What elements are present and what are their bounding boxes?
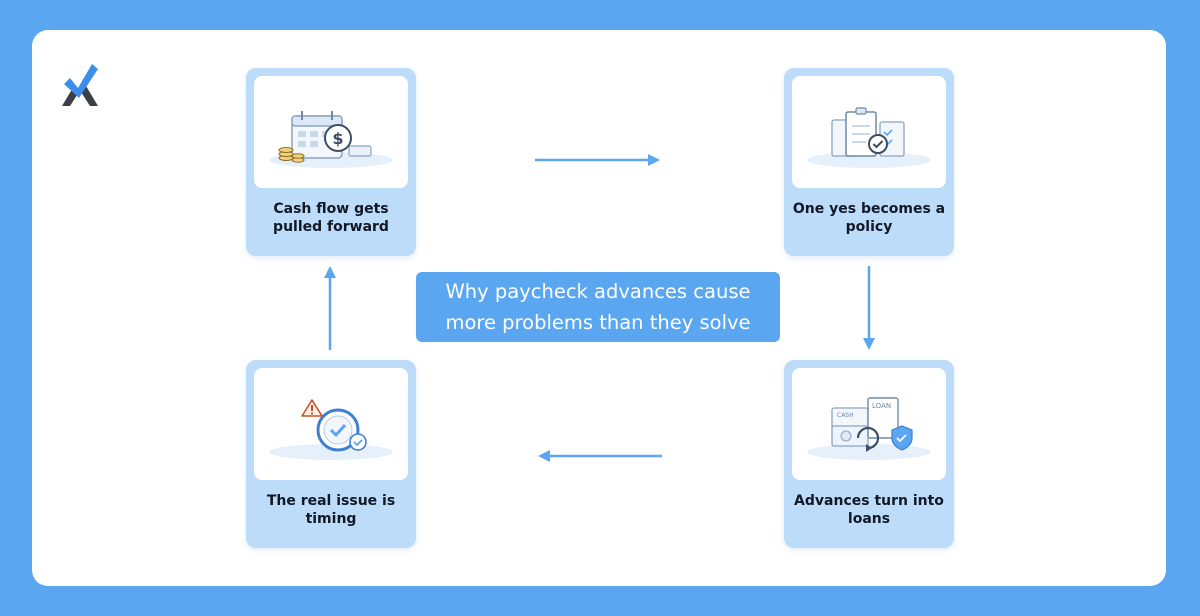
- documents-checkmark-icon: [792, 76, 946, 188]
- svg-text:$: $: [332, 129, 343, 148]
- cash-loan-shield-icon: CASH LOAN: [792, 368, 946, 480]
- step-card-loans: CASH LOAN Advances turn into loans: [784, 360, 954, 548]
- clock-warning-icon: [254, 368, 408, 480]
- svg-text:LOAN: LOAN: [872, 402, 891, 410]
- step-card-cash-flow: $ Cash flow gets pulled forward: [246, 68, 416, 256]
- step-label: One yes becomes a policy: [792, 201, 946, 235]
- svg-text:CASH: CASH: [837, 412, 854, 419]
- step-label: The real issue is timing: [266, 493, 396, 527]
- calendar-dollar-coins-icon: $: [254, 76, 408, 188]
- step-label: Advances turn into loans: [794, 493, 944, 527]
- step-label: Cash flow gets pulled forward: [273, 201, 389, 235]
- step-card-timing: The real issue is timing: [246, 360, 416, 548]
- logo-checkmark-x-icon: [62, 64, 98, 106]
- step-card-policy: One yes becomes a policy: [784, 68, 954, 256]
- diagram-title: Why paycheck advances cause more problem…: [416, 272, 780, 342]
